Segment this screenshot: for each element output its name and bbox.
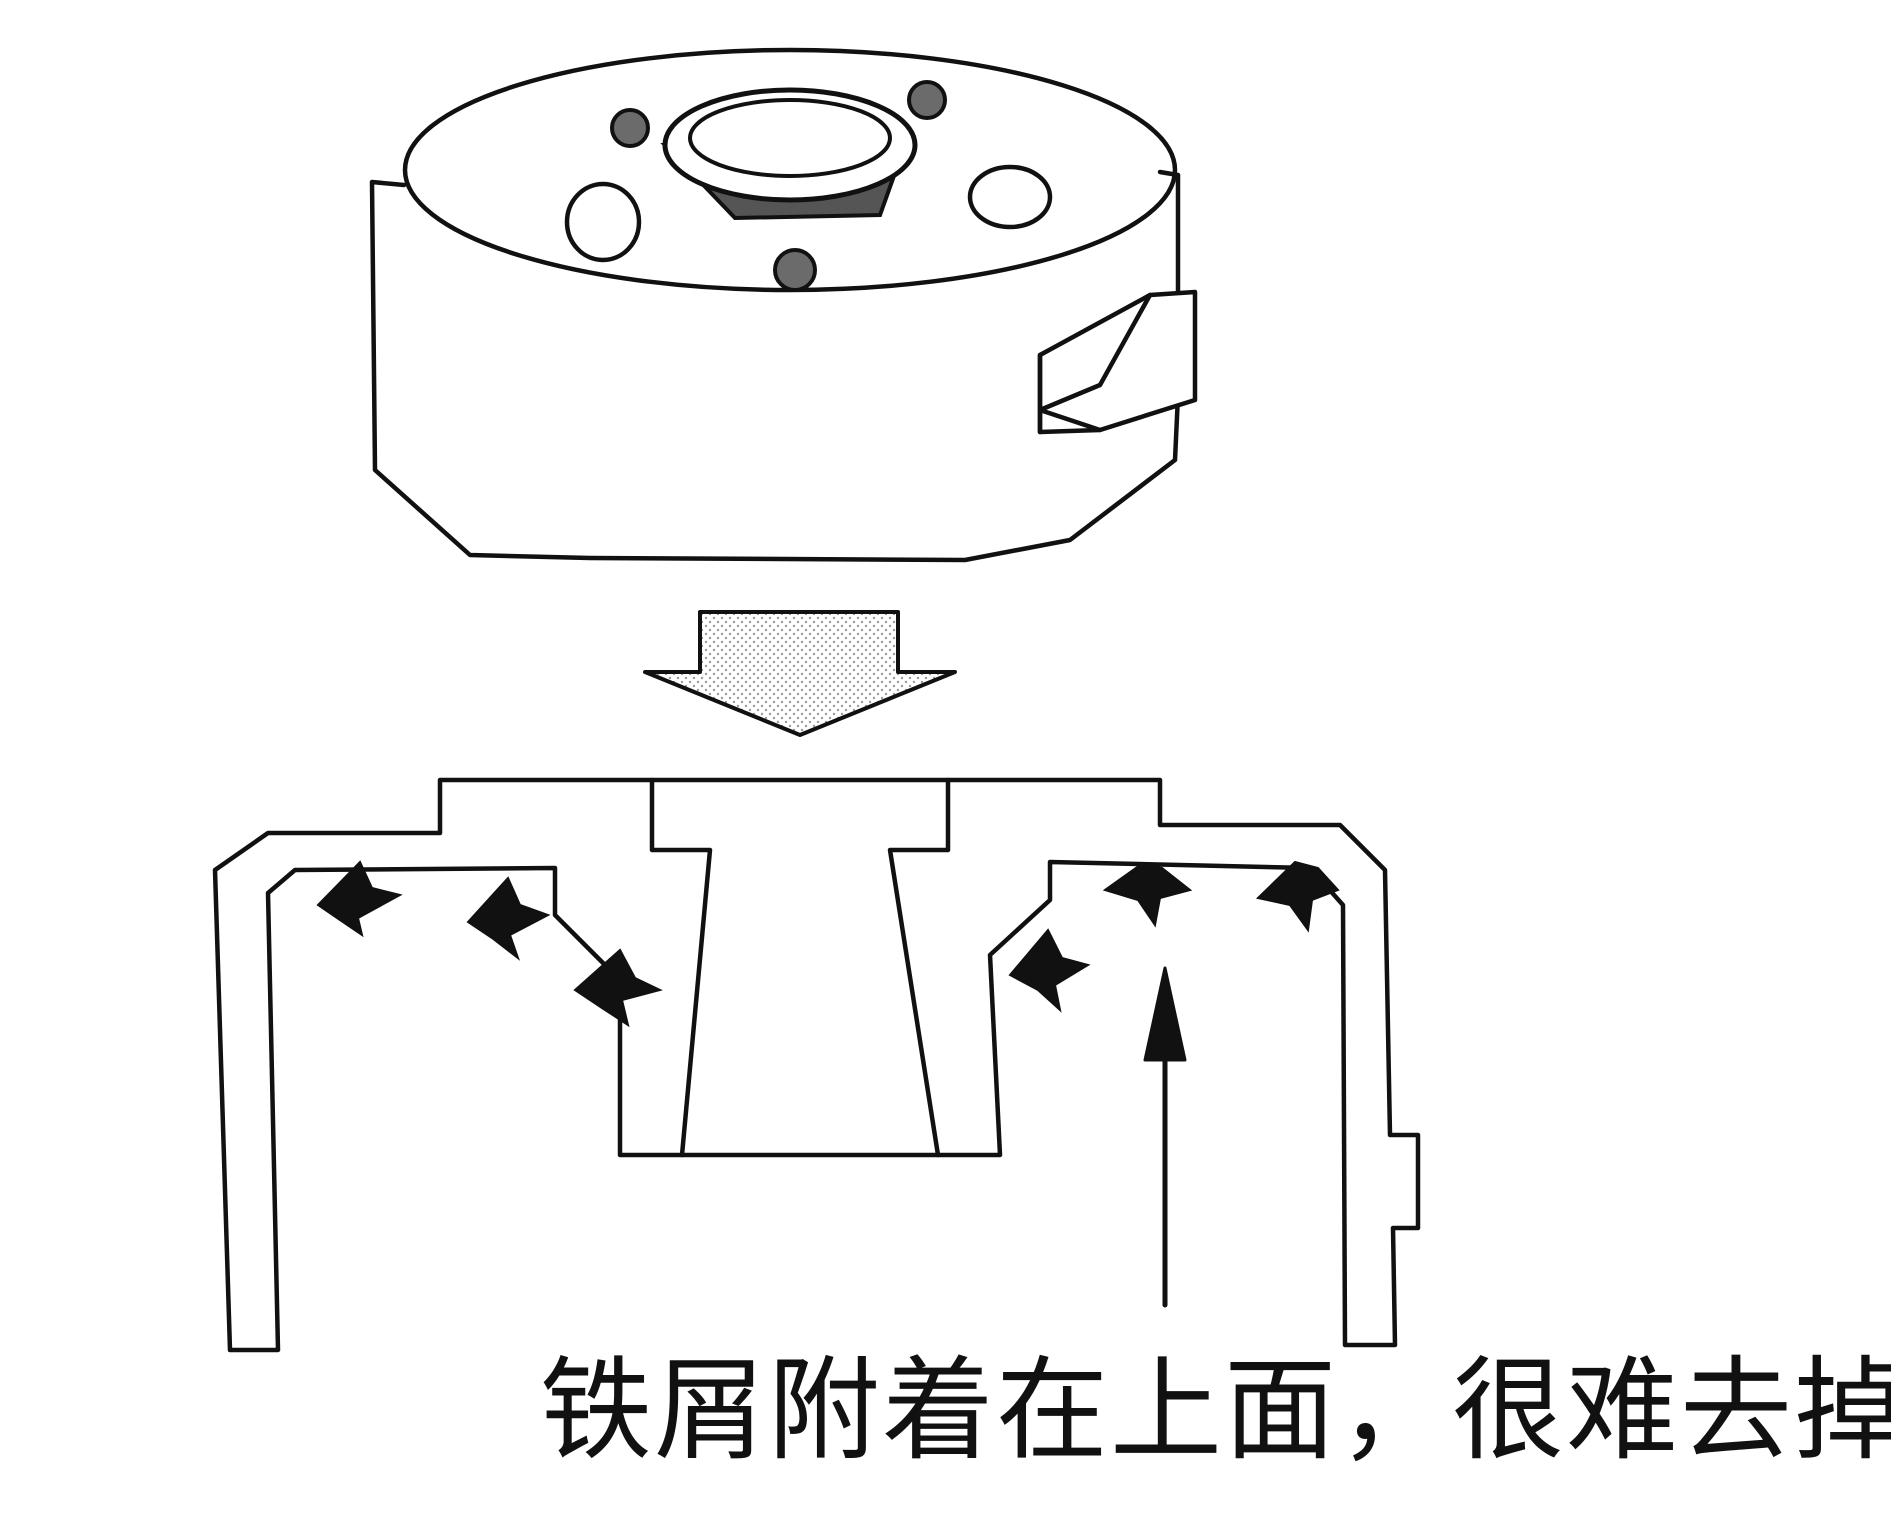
central-bore <box>649 777 951 1158</box>
side-tab <box>1037 289 1198 435</box>
housing-outer-outline <box>212 777 1421 1353</box>
chip-marker-icon <box>316 860 403 938</box>
bolt-right <box>907 80 947 120</box>
down-arrow-icon <box>643 610 957 737</box>
bolt-front <box>773 248 817 292</box>
hole-right <box>967 164 1053 230</box>
chip-markers <box>316 860 1340 1028</box>
bolt-left <box>610 108 650 148</box>
upper-component <box>369 47 1198 563</box>
chip-marker-icon <box>1102 863 1193 928</box>
hole-left <box>564 181 642 263</box>
up-arrow-icon <box>1143 966 1187 1308</box>
caption-text: 铁屑附着在上面，很难去掉 <box>540 1346 1891 1476</box>
chip-marker-icon <box>573 948 663 1028</box>
chip-marker-icon <box>1255 860 1340 933</box>
lower-housing-section <box>212 777 1421 1353</box>
chip-marker-icon <box>466 876 551 961</box>
chip-marker-icon <box>1008 928 1091 1013</box>
center-nut <box>660 87 918 221</box>
